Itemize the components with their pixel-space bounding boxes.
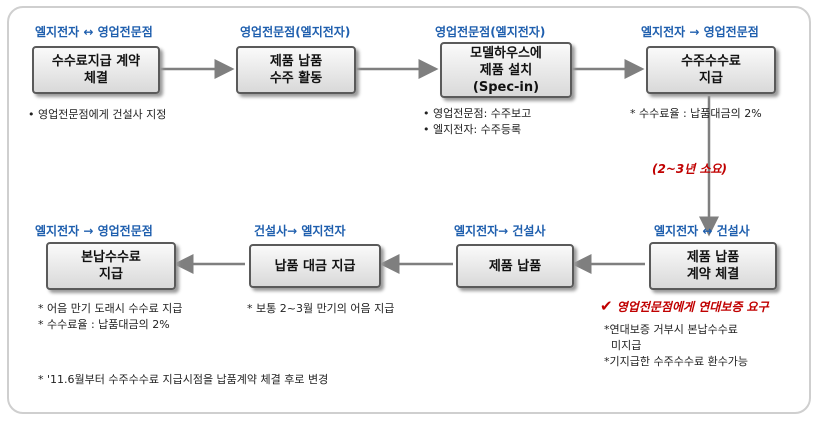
note-step-5: *연대보증 거부시 본납수수료 미지급 *기지급한 수주수수료 환수가능 [604, 323, 749, 368]
header-step-1: 엘지전자 ↔ 영업전문점 [35, 25, 153, 39]
header-step-2: 영업전문점(엘지전자) [240, 25, 351, 39]
duration-label: (2~3년 소요) [652, 162, 728, 176]
footnote: * '11.6월부터 수주수수료 지급시점을 납품계약 체결 후로 변경 [38, 373, 329, 386]
header-step-3: 영업전문점(엘지전자) [435, 25, 546, 39]
step-contract-box: 수수료지급 계약 체결 [32, 46, 160, 94]
warning-label: ✔ 영업전문점에게 연대보증 요구 [600, 297, 769, 315]
step-delivery-box: 제품 납품 [456, 244, 574, 288]
step-delivery-contract-box: 제품 납품 계약 체결 [649, 242, 777, 290]
step-sales-box: 제품 납품 수주 활동 [236, 46, 356, 94]
note-step-7: * 보통 2~3월 만기의 어음 지급 [247, 302, 395, 315]
step-final-fee-box: 본납수수료 지급 [46, 242, 176, 290]
note-step-8: * 어음 만기 도래시 수수료 지급 * 수수료율 : 납품대금의 2% [38, 302, 183, 331]
step-order-fee-box: 수주수수료 지급 [646, 46, 776, 94]
warning-text: 영업전문점에게 연대보증 요구 [616, 300, 769, 314]
note-step-4: * 수수료율 : 납품대금의 2% [630, 107, 762, 120]
header-step-7: 건설사→ 엘지전자 [254, 224, 346, 238]
step-payment-box: 납품 대금 지급 [249, 244, 381, 288]
header-step-4: 엘지전자 → 영업전문점 [641, 25, 759, 39]
header-step-6: 엘지전자→ 건설사 [454, 224, 546, 238]
step-specin-box: 모델하우스에 제품 설치 (Spec-in) [440, 42, 572, 98]
check-icon: ✔ [600, 297, 613, 315]
note-step-3: • 영업전문점: 수주보고 • 엘지전자: 수주등록 [423, 107, 532, 136]
note-step-1: • 영업전문점에게 건설사 지정 [28, 108, 167, 121]
header-step-8: 엘지전자 → 영업전문점 [35, 224, 153, 238]
header-step-5: 엘지전자 ↔ 건설사 [654, 224, 750, 238]
